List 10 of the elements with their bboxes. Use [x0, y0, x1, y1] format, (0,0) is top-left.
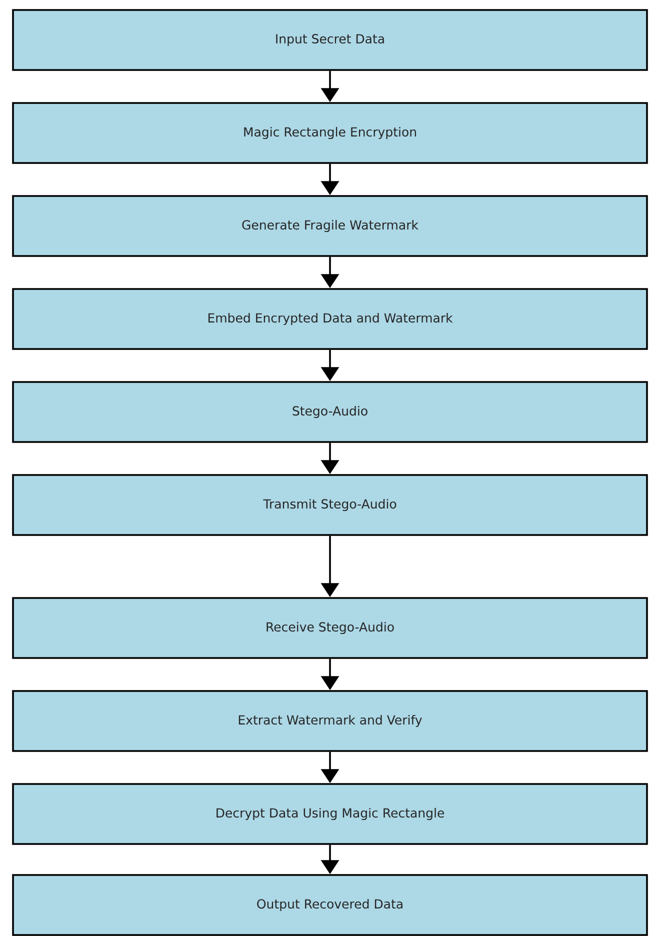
process-box: Generate Fragile Watermark [12, 195, 648, 257]
process-box: Extract Watermark and Verify [12, 690, 648, 752]
process-box: Receive Stego-Audio [12, 597, 648, 659]
process-box: Embed Encrypted Data and Watermark [12, 288, 648, 350]
process-box: Decrypt Data Using Magic Rectangle [12, 783, 648, 845]
process-box: Magic Rectangle Encryption [12, 102, 648, 164]
process-box: Stego-Audio [12, 381, 648, 443]
process-box: Transmit Stego-Audio [12, 474, 648, 536]
process-box: Input Secret Data [12, 9, 648, 71]
process-box: Output Recovered Data [12, 874, 648, 936]
